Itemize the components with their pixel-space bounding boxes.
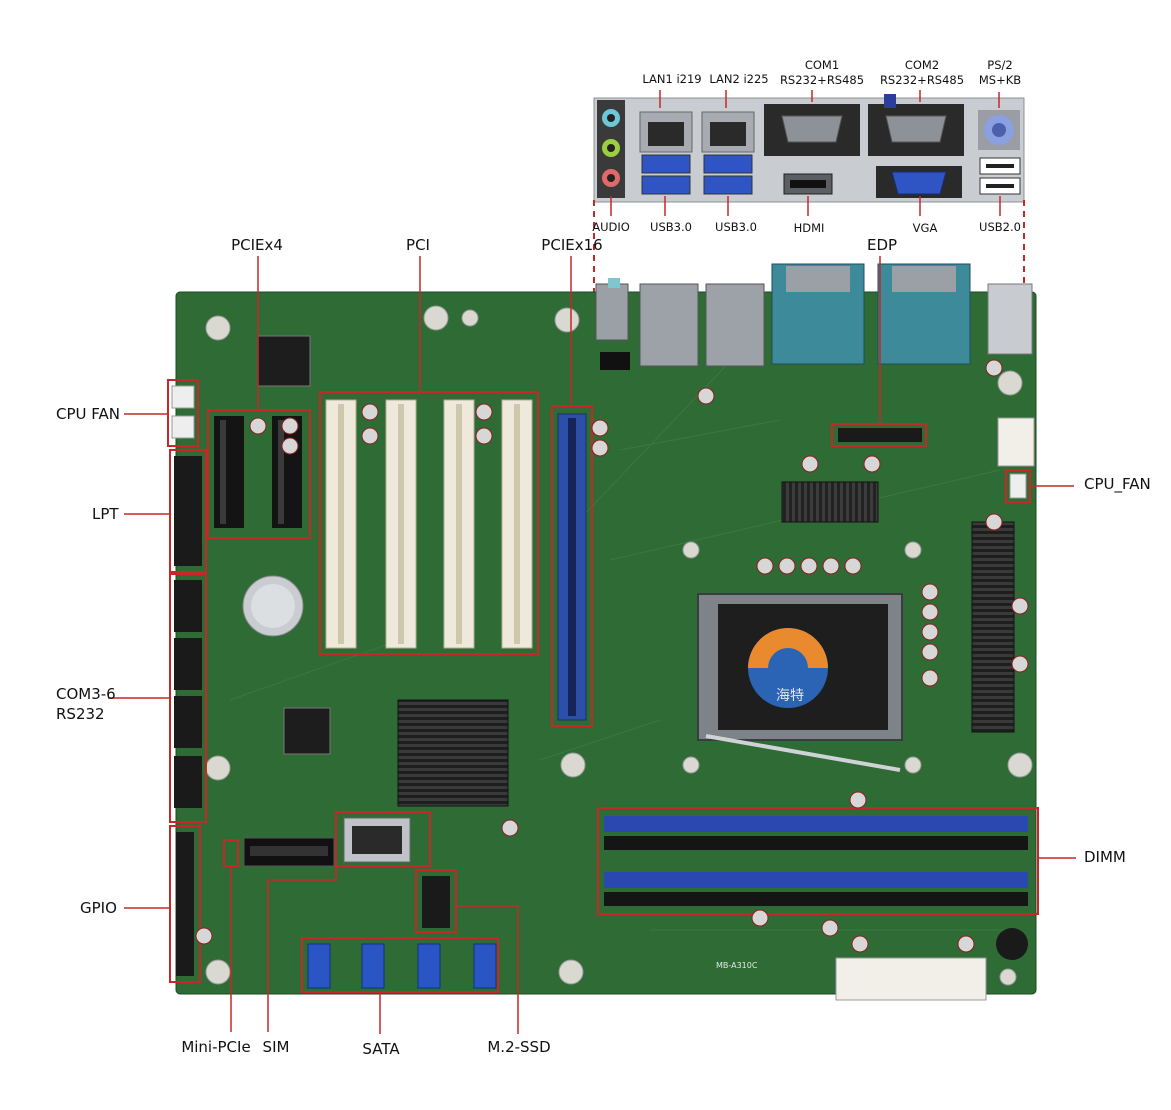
sata-ports bbox=[301, 937, 499, 993]
com3-6-headers bbox=[169, 573, 207, 823]
atx-12v-connector bbox=[997, 417, 1035, 467]
label-vga: VGA bbox=[912, 221, 938, 235]
motherboard-pcb: MB-A310C 海特 bbox=[167, 263, 1039, 1001]
label-lan2: LAN2 i225 bbox=[709, 72, 769, 86]
lan1-usb-stack bbox=[639, 111, 693, 195]
label-mini-pcie: Mini-PCIe bbox=[181, 1038, 251, 1056]
pcb-surface bbox=[175, 291, 1037, 995]
io-callout-ticks bbox=[610, 90, 1001, 216]
capacitors bbox=[195, 359, 1029, 953]
label-pci: PCI bbox=[406, 236, 430, 254]
dimm-slots bbox=[597, 807, 1039, 915]
label-ps2-line1: PS/2 bbox=[987, 58, 1013, 72]
label-ps2: PS/2 MS+KB bbox=[979, 58, 1021, 88]
mounting-holes bbox=[205, 305, 1033, 986]
label-usb20: USB2.0 bbox=[979, 220, 1021, 234]
model-silkscreen: MB-A310C bbox=[716, 961, 758, 970]
pch-heatsink bbox=[397, 699, 509, 807]
io-panel bbox=[593, 90, 1025, 292]
m2-slot bbox=[415, 869, 457, 933]
callout-sim-h bbox=[268, 866, 337, 881]
callout-lines bbox=[108, 256, 1076, 1034]
label-m2-ssd: M.2-SSD bbox=[487, 1038, 551, 1056]
cpu-fan-header-left bbox=[167, 379, 199, 447]
io-dashed-guides bbox=[593, 200, 1025, 292]
lpt-header bbox=[169, 449, 207, 573]
pci-slots bbox=[319, 391, 539, 655]
label-pciex4: PCIEx4 bbox=[231, 236, 283, 254]
gpio-header bbox=[169, 825, 201, 983]
label-sata: SATA bbox=[362, 1040, 400, 1058]
pciex16-slot bbox=[551, 405, 593, 727]
mini-pcie-slot bbox=[243, 837, 335, 867]
logo-text: 海特 bbox=[776, 688, 804, 704]
callout-m2 bbox=[456, 905, 519, 1034]
label-com36-line1: COM3-6 bbox=[56, 685, 116, 703]
label-lan1: LAN1 i219 bbox=[642, 72, 702, 86]
label-cpu-fan-right: CPU_FAN bbox=[1084, 475, 1151, 493]
label-com1: COM1 RS232+RS485 bbox=[780, 58, 864, 88]
label-com36-line2: RS232 bbox=[56, 705, 105, 723]
label-com2: COM2 RS232+RS485 bbox=[880, 58, 964, 88]
lan2-usb-stack bbox=[701, 111, 755, 195]
board-rear-connectors bbox=[595, 263, 1033, 370]
ps2-usb2-stack bbox=[978, 110, 1021, 195]
label-sim: SIM bbox=[262, 1038, 290, 1056]
lan-controller-chip bbox=[283, 707, 331, 755]
label-gpio: GPIO bbox=[80, 899, 117, 917]
atx-24pin-connector bbox=[835, 957, 987, 1001]
label-dimm: DIMM bbox=[1084, 848, 1126, 866]
label-ps2-line2: MS+KB bbox=[978, 73, 1022, 87]
label-usb30-b: USB3.0 bbox=[715, 220, 757, 234]
label-usb30-a: USB3.0 bbox=[650, 220, 692, 234]
audio-jacks bbox=[597, 100, 625, 198]
cmos-battery bbox=[242, 575, 304, 637]
com1-hdmi-stack bbox=[764, 104, 860, 195]
buzzer bbox=[996, 928, 1028, 960]
com2-vga-stack bbox=[868, 94, 964, 198]
sim-slot bbox=[335, 811, 431, 867]
label-lpt: LPT bbox=[92, 505, 119, 523]
label-com36: COM3-6 RS232 bbox=[56, 684, 116, 724]
label-com1-line2: RS232+RS485 bbox=[779, 73, 865, 87]
cpu-socket bbox=[697, 593, 903, 772]
label-com1-line1: COM1 bbox=[804, 58, 840, 72]
vrm-heatsink-top bbox=[781, 481, 879, 523]
label-cpu-fan: CPU FAN bbox=[56, 405, 120, 423]
label-com2-line2: RS232+RS485 bbox=[879, 73, 965, 87]
label-audio: AUDIO bbox=[592, 220, 630, 234]
vrm-heatsink-right bbox=[971, 521, 1015, 733]
super-io-chip bbox=[257, 335, 311, 387]
label-pciex16: PCIEx16 bbox=[541, 236, 603, 254]
edp-header bbox=[831, 423, 927, 447]
label-com2-line1: COM2 bbox=[904, 58, 940, 72]
cpu-fan-header-right bbox=[1005, 469, 1031, 503]
pciex4-slots bbox=[207, 409, 311, 539]
label-edp: EDP bbox=[866, 236, 898, 254]
label-hdmi: HDMI bbox=[793, 221, 825, 235]
